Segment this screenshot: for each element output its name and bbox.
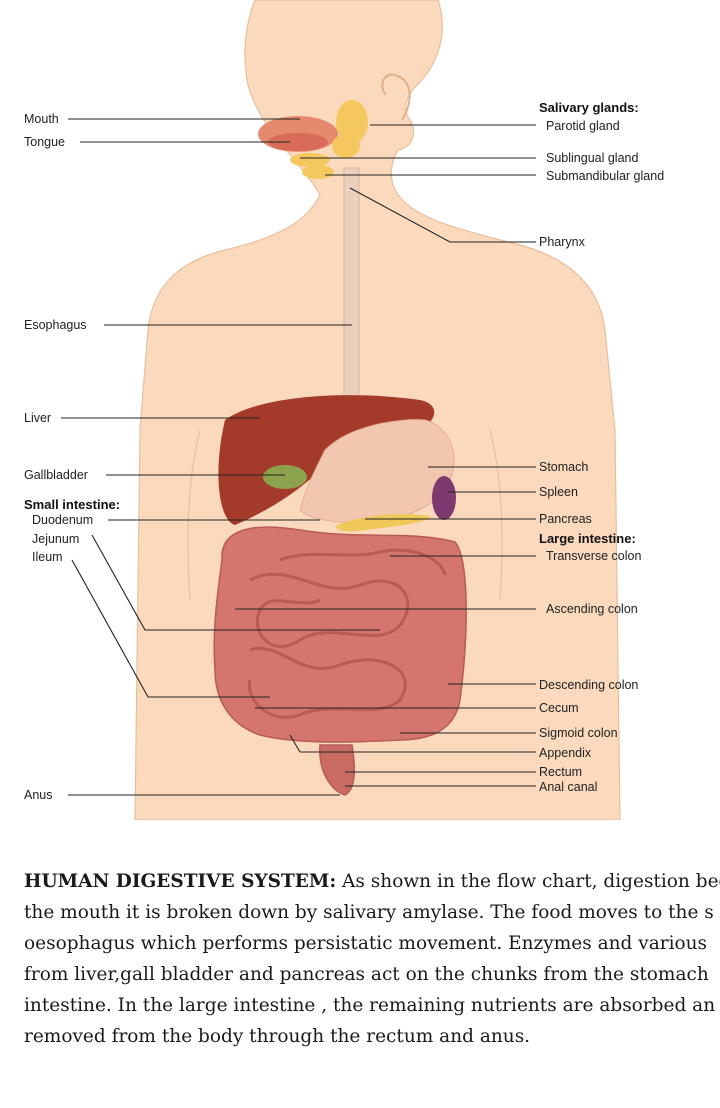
- label-liver: Liver: [24, 411, 51, 425]
- caption-paragraph: HUMAN DIGESTIVE SYSTEM: As shown in the …: [24, 866, 720, 1052]
- label-cecum: Cecum: [539, 701, 579, 715]
- label-esophagus: Esophagus: [24, 318, 87, 332]
- caption-line-1: HUMAN DIGESTIVE SYSTEM: As shown in the …: [24, 866, 720, 897]
- label-spleen: Spleen: [539, 485, 578, 499]
- label-ascending-colon: Ascending colon: [546, 602, 638, 616]
- caption-text-1: As shown in the flow chart, digestion be…: [336, 871, 720, 892]
- spleen-shape: [432, 476, 456, 520]
- label-sigmoid-colon: Sigmoid colon: [539, 726, 618, 740]
- caption-line-2: the mouth it is broken down by salivary …: [24, 902, 714, 923]
- caption-line-6: removed from the body through the rectum…: [24, 1026, 531, 1047]
- gallbladder-shape: [263, 465, 307, 489]
- caption-heading: HUMAN DIGESTIVE SYSTEM:: [24, 871, 337, 892]
- stomach-shape: [299, 419, 455, 523]
- label-salivary-glands: Salivary glands:: [539, 100, 639, 115]
- label-anal-canal: Anal canal: [539, 780, 597, 794]
- label-small-intestine: Small intestine:: [24, 497, 120, 512]
- label-appendix: Appendix: [539, 746, 592, 760]
- label-pancreas: Pancreas: [539, 512, 592, 526]
- label-mouth: Mouth: [24, 112, 59, 126]
- label-rectum: Rectum: [539, 765, 582, 779]
- label-tongue: Tongue: [24, 135, 65, 149]
- label-transverse-colon: Transverse colon: [546, 549, 641, 563]
- intestines-shape: [213, 526, 467, 796]
- label-anus: Anus: [24, 788, 53, 802]
- label-submandibular: Submandibular gland: [546, 169, 664, 183]
- caption-line-3: oesophagus which performs persistatic mo…: [24, 933, 708, 954]
- tongue-shape: [268, 133, 328, 151]
- salivary-glands-shape: [290, 100, 368, 179]
- label-jejunum: Jejunum: [32, 532, 79, 546]
- label-duodenum: Duodenum: [32, 513, 93, 527]
- label-pharynx: Pharynx: [539, 235, 586, 249]
- label-ileum: Ileum: [32, 550, 63, 564]
- caption-line-4: from liver,gall bladder and pancreas act…: [24, 964, 709, 985]
- label-descending-colon: Descending colon: [539, 678, 638, 692]
- esophagus-tube: [343, 167, 360, 409]
- digestive-system-diagram: Mouth Tongue Esophagus Liver Gallbladder…: [24, 0, 664, 820]
- label-stomach: Stomach: [539, 460, 588, 474]
- caption-line-5: intestine. In the large intestine , the …: [24, 995, 716, 1016]
- leader-lines: [61, 118, 536, 796]
- label-sublingual: Sublingual gland: [546, 151, 638, 165]
- label-gallbladder: Gallbladder: [24, 468, 88, 482]
- label-large-intestine: Large intestine:: [539, 531, 636, 546]
- label-parotid: Parotid gland: [546, 119, 620, 133]
